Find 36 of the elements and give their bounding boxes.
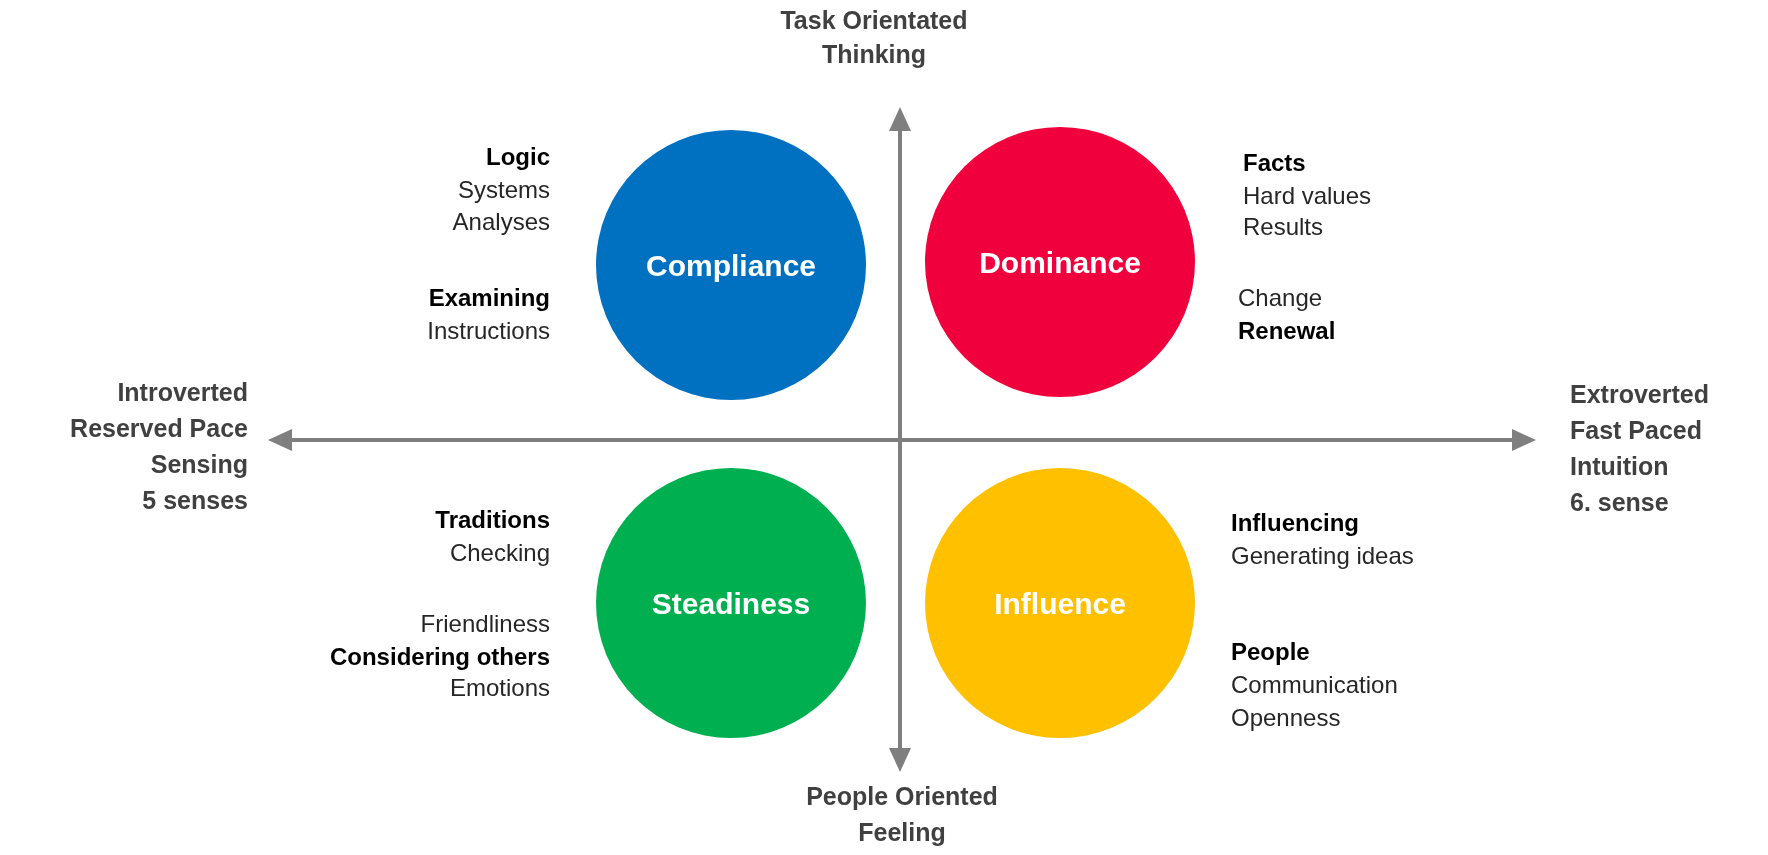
trait-text: Results [1243,212,1324,242]
trait-text: Communication [1231,670,1398,700]
axis-label: Thinking [821,39,927,69]
trait-text: Logic [486,142,550,172]
trait-text: Friendliness [420,609,550,639]
circle-label: Influence [994,585,1126,622]
axis-label: Sensing [150,449,248,479]
axis-label: Intuition [1570,451,1669,481]
trait-text: People [1231,637,1310,667]
trait-text: Considering others [329,642,550,672]
axis-label: Task Orientated [780,5,968,35]
trait-text: Hard values [1243,181,1372,211]
axis-label: 6. sense [1570,487,1669,517]
axis-label: People Oriented [806,781,998,811]
circle-label: Steadiness [651,585,811,622]
circle-label: Compliance [645,247,816,284]
axis-label: 5 senses [142,485,248,515]
axis-label: Reserved Pace [70,413,248,443]
trait-text: Facts [1243,148,1306,178]
trait-text: Generating ideas [1231,541,1414,571]
trait-text: Systems [458,175,550,205]
trait-text: Examining [428,283,550,313]
trait-text: Influencing [1231,508,1359,538]
axis-label: Fast Paced [1570,415,1702,445]
circle-label: Dominance [979,244,1141,281]
trait-text: Openness [1231,703,1341,733]
trait-text: Renewal [1238,316,1336,346]
trait-text: Emotions [449,673,550,703]
trait-text: Instructions [427,316,550,346]
trait-text: Analyses [452,207,550,237]
axis-label: Feeling [858,817,946,847]
trait-text: Change [1238,283,1323,313]
trait-text: Checking [449,538,550,568]
trait-text: Traditions [435,505,550,535]
axis-label: Extroverted [1570,379,1709,409]
axis-label: Introverted [117,377,248,407]
